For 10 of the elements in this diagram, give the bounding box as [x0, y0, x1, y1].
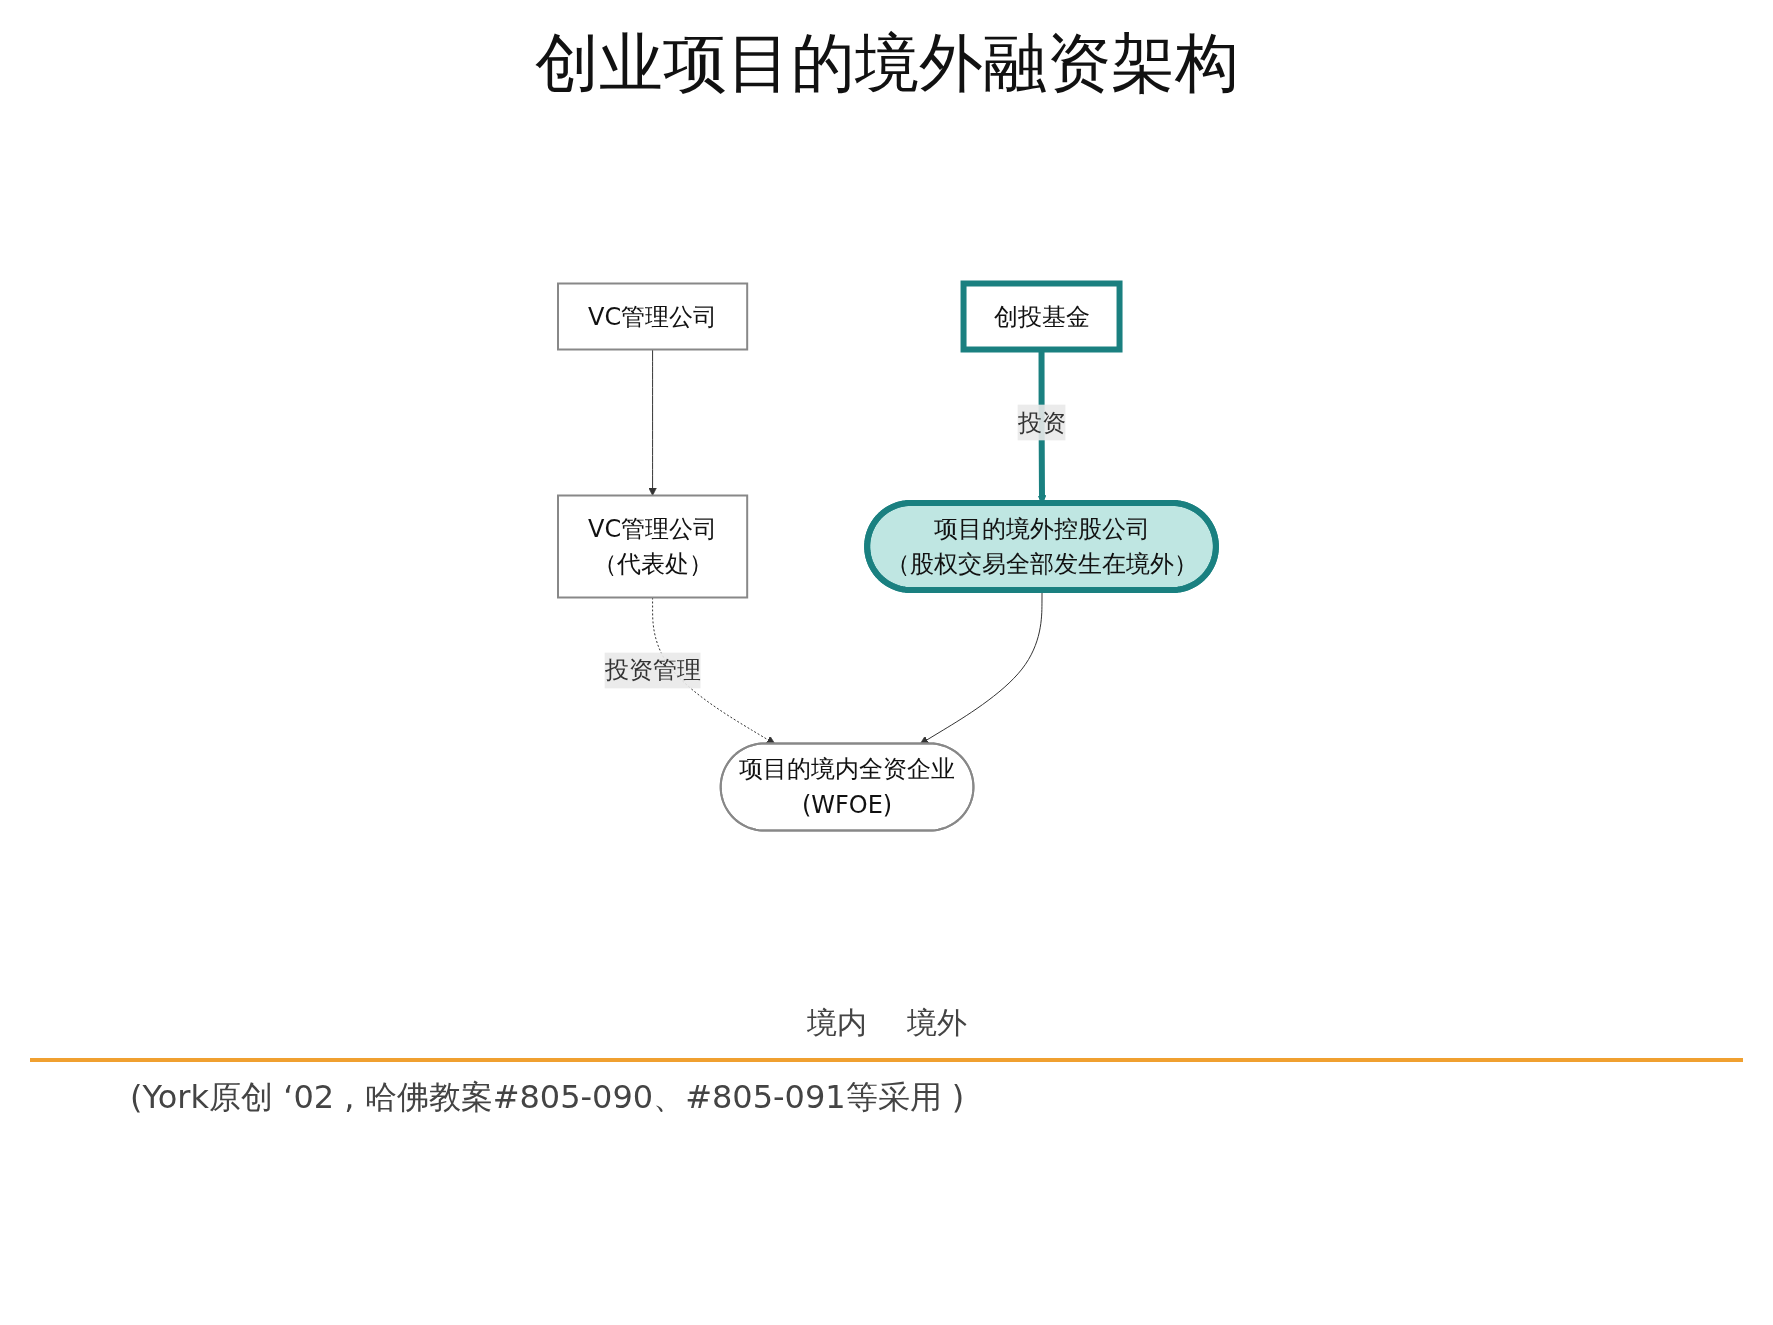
node-box: VC管理公司 — [556, 282, 748, 351]
region-label: 境内 — [806, 1004, 867, 1042]
source-note: (York原创 ‘02 , 哈佛教案#805-090、#805-091等采用 ) — [130, 1077, 966, 1118]
node-box: VC管理公司 （代表处） — [556, 494, 748, 599]
arrow — [647, 349, 657, 496]
edge-label: 投资 — [1017, 408, 1066, 437]
node-box: 创投基金 — [960, 280, 1123, 353]
title: 创业项目的境外融资架构 — [533, 25, 1240, 102]
edge-label: 投资管理 — [604, 656, 701, 685]
region-label: 境外 — [906, 1004, 967, 1042]
